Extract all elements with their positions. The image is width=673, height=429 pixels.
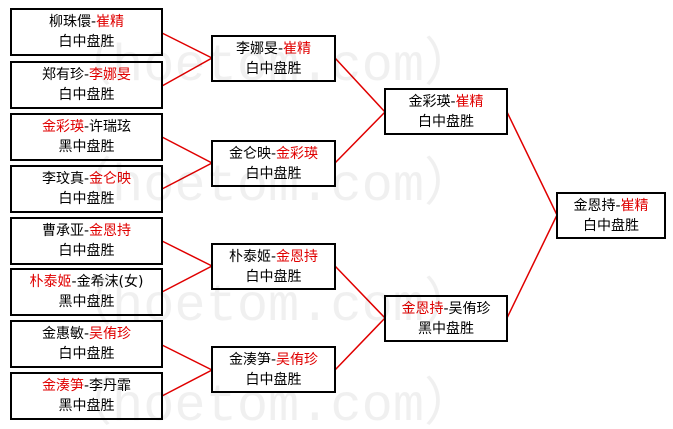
player-b: 崔精 — [283, 40, 312, 57]
separator: - — [270, 248, 277, 265]
player-b: 吴侑珍 — [89, 326, 132, 342]
connector — [506, 111, 558, 319]
separator: - — [450, 93, 456, 110]
match-result: 黑中盘胜 — [418, 320, 474, 337]
match-result: 白中盘胜 — [245, 371, 302, 388]
match-result: 白中盘胜 — [58, 34, 115, 50]
player-b: 吴侑珍 — [276, 351, 319, 368]
match-box: 李娜旻-崔精白中盘胜 — [211, 35, 336, 82]
match-result: 白中盘胜 — [58, 346, 115, 362]
match-box: 金彩瑛-许瑞玹黑中盘胜 — [10, 113, 163, 161]
player-a: 李娜旻 — [235, 40, 278, 57]
match-box: 金仑映-金彩瑛白中盘胜 — [211, 140, 336, 187]
player-a: 金湊笋 — [41, 378, 84, 394]
match-box: 金惠敏-吴侑珍白中盘胜 — [10, 320, 163, 368]
match-players: 李玟真-金仑映 — [42, 169, 131, 189]
match-players: 曹承亚-金恩持 — [42, 221, 131, 241]
connector — [161, 344, 214, 397]
player-a: 金湊笋 — [228, 351, 271, 368]
separator: - — [90, 14, 97, 30]
match-result: 白中盘胜 — [58, 191, 115, 207]
match-result: 黑中盘胜 — [58, 139, 115, 155]
player-b: 吴侑珍 — [448, 300, 491, 317]
player-a: 李玟真 — [41, 171, 84, 187]
player-b: 李丹霏 — [89, 378, 132, 394]
match-result: 白中盘胜 — [418, 113, 474, 130]
match-players: 金湊笋-吴侑珍 — [229, 350, 318, 370]
separator: - — [270, 351, 277, 368]
match-result: 白中盘胜 — [245, 268, 302, 285]
player-a: 金彩瑛 — [408, 93, 451, 110]
match-box: 朴泰姬-金希沫(女) 黑中盘胜 — [10, 268, 163, 316]
player-b: 李娜旻 — [89, 67, 132, 83]
connector — [334, 57, 387, 164]
match-players: 金惠敏-吴侑珍 — [42, 324, 131, 344]
player-b: 金彩瑛 — [276, 145, 319, 162]
match-players: 金恩持-吴侑珍 — [401, 299, 490, 319]
player-a: 金恩持 — [401, 300, 444, 317]
match-result: 黑中盘胜 — [58, 294, 115, 310]
separator: - — [277, 40, 284, 57]
separator: - — [443, 300, 449, 317]
separator: - — [83, 223, 90, 239]
connector — [161, 240, 214, 293]
match-box: 金恩持-吴侑珍黑中盘胜 — [384, 295, 508, 342]
player-b: 金恩持 — [276, 248, 319, 265]
match-result: 白中盘胜 — [583, 217, 639, 234]
player-b: 崔精 — [455, 93, 484, 110]
player-a: 金仑映 — [228, 145, 271, 162]
player-a: 金惠敏 — [41, 326, 84, 342]
match-box: 郑有珍-李娜旻白中盘胜 — [10, 61, 163, 109]
player-b: 崔精 — [620, 197, 649, 214]
match-result: 白中盘胜 — [245, 60, 302, 77]
player-a: 柳珠儇 — [48, 14, 91, 30]
match-box: 金湊笋-吴侑珍白中盘胜 — [211, 346, 336, 393]
connector — [161, 136, 214, 190]
match-result: 白中盘胜 — [245, 165, 302, 182]
separator: - — [83, 378, 90, 394]
separator: - — [270, 145, 277, 162]
match-players: 朴泰姬-金希沫(女) — [30, 272, 144, 292]
match-players: 金彩瑛-许瑞玹 — [42, 117, 131, 137]
match-box: 金湊笋-李丹霏黑中盘胜 — [10, 372, 163, 420]
player-a: 朴泰姬 — [228, 248, 271, 265]
player-a: 曹承亚 — [41, 223, 84, 239]
match-players: 李娜旻-崔精 — [236, 39, 311, 59]
match-box: 金恩持-崔精白中盘胜 — [556, 192, 666, 239]
player-a: 金恩持 — [573, 197, 616, 214]
match-players: 郑有珍-李娜旻 — [42, 65, 131, 85]
connector — [161, 32, 214, 87]
separator: - — [83, 171, 90, 187]
match-box: 柳珠儇-崔精白中盘胜 — [10, 8, 163, 56]
match-result: 黑中盘胜 — [58, 398, 115, 414]
match-players: 金湊笋-李丹霏 — [42, 376, 131, 396]
match-box: 金彩瑛-崔精白中盘胜 — [384, 88, 508, 135]
player-a: 郑有珍 — [41, 67, 84, 83]
separator: - — [83, 326, 90, 342]
player-b: 崔精 — [96, 14, 125, 30]
match-box: 曹承亚-金恩持白中盘胜 — [10, 217, 163, 265]
player-a: 金彩瑛 — [41, 119, 84, 135]
separator: - — [615, 197, 621, 214]
connector — [334, 265, 387, 371]
match-box: 李玟真-金仑映白中盘胜 — [10, 165, 163, 213]
match-box: 朴泰姬-金恩持白中盘胜 — [211, 243, 336, 290]
match-result: 白中盘胜 — [58, 87, 115, 103]
match-players: 朴泰姬-金恩持 — [229, 247, 318, 267]
player-b: 金恩持 — [89, 223, 132, 239]
player-b: 金仑映 — [89, 171, 132, 187]
match-players: 金恩持-崔精 — [573, 196, 648, 216]
separator: - — [83, 119, 90, 135]
match-players: 金仑映-金彩瑛 — [229, 144, 318, 164]
match-players: 金彩瑛-崔精 — [408, 92, 483, 112]
player-a: 朴泰姬 — [29, 274, 72, 290]
separator: - — [83, 67, 90, 83]
player-b: 金希沫(女) — [76, 274, 144, 290]
player-b: 许瑞玹 — [89, 119, 132, 135]
match-result: 白中盘胜 — [58, 243, 115, 259]
separator: - — [71, 274, 77, 290]
match-players: 柳珠儇-崔精 — [49, 12, 124, 32]
